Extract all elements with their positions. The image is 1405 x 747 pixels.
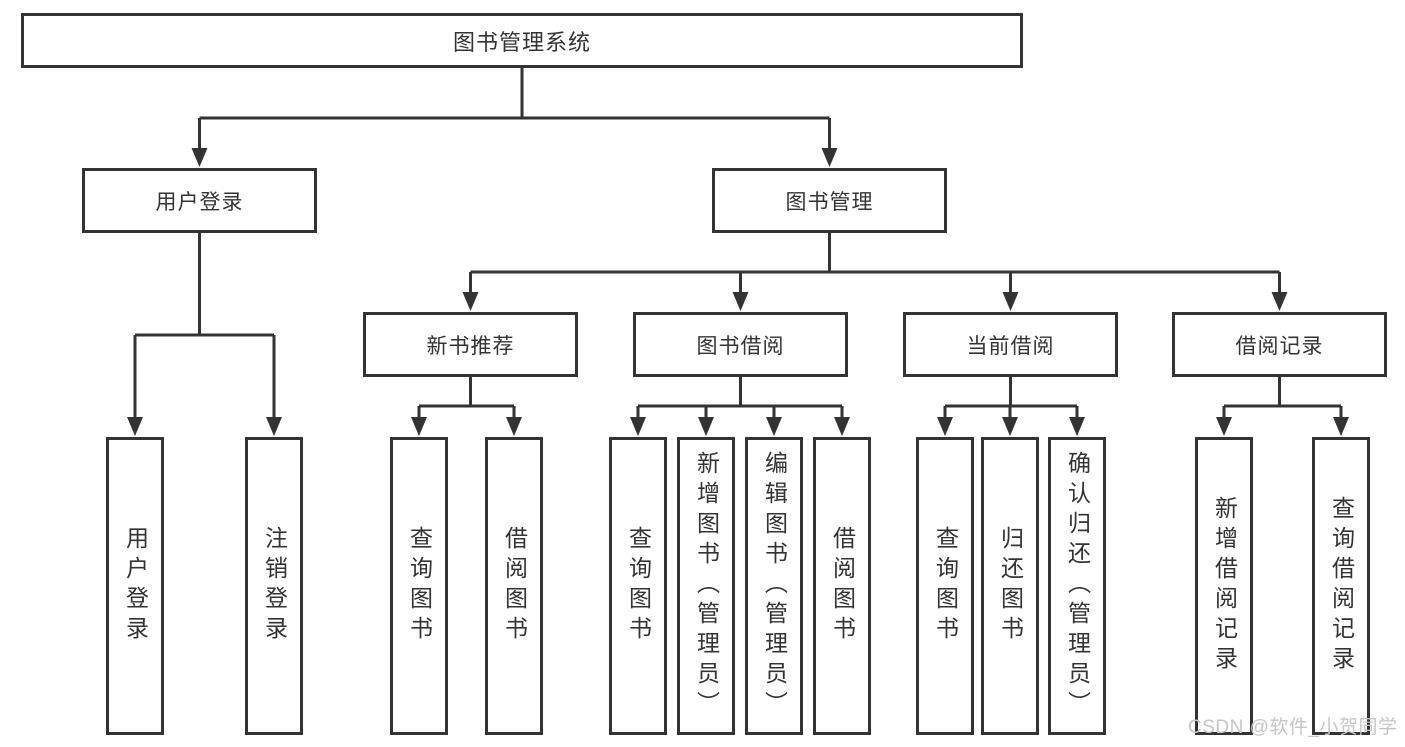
node-label: 图书借阅 bbox=[696, 334, 785, 358]
node-label: 编辑图书（管理员） bbox=[761, 451, 788, 721]
connector-root-to-level2 bbox=[198, 68, 831, 149]
node-current-borrow: 当前借阅 bbox=[903, 312, 1118, 377]
node-label: 确认归还（管理员） bbox=[1064, 451, 1091, 721]
node-new-book-recommend: 新书推荐 bbox=[363, 312, 578, 377]
node-label: 新增图书（管理员） bbox=[693, 451, 720, 721]
arrowhead bbox=[1271, 292, 1288, 311]
leaf-newbooks-query-books: 查询图书 bbox=[390, 437, 448, 735]
connector-bookmgmt-to-level3 bbox=[469, 233, 1281, 293]
arrowhead bbox=[411, 417, 427, 436]
node-label: 借阅图书 bbox=[501, 526, 528, 646]
csdn-watermark: CSDN @软件_小贺同学 bbox=[1188, 717, 1398, 738]
node-library-management-system: 图书管理系统 bbox=[21, 13, 1023, 68]
connector-currentborrow-to-leaves bbox=[943, 377, 1079, 418]
node-label: 图书管理 bbox=[785, 190, 874, 214]
arrowhead bbox=[698, 417, 714, 436]
arrowhead bbox=[1002, 417, 1018, 436]
arrowhead bbox=[266, 417, 282, 436]
leaf-current-return-books: 归还图书 bbox=[981, 437, 1039, 735]
node-label: 新增借阅记录 bbox=[1211, 496, 1238, 676]
leaf-logout-login: 注销登录 bbox=[245, 437, 303, 735]
node-label: 图书管理系统 bbox=[452, 29, 591, 55]
node-label: 借阅图书 bbox=[829, 526, 856, 646]
node-label: 当前借阅 bbox=[966, 334, 1055, 358]
arrowhead bbox=[821, 148, 838, 167]
arrowhead bbox=[127, 417, 143, 436]
leaf-borrow-query-books: 查询图书 bbox=[609, 437, 667, 735]
leaf-records-query-borrow-record: 查询借阅记录 bbox=[1312, 437, 1370, 735]
node-book-borrow: 图书借阅 bbox=[633, 312, 848, 377]
leaf-records-add-borrow-record: 新增借阅记录 bbox=[1195, 437, 1253, 735]
node-label: 借阅记录 bbox=[1235, 334, 1324, 358]
arrowhead bbox=[1002, 292, 1019, 311]
arrowhead bbox=[1216, 417, 1232, 436]
node-label: 查询图书 bbox=[625, 526, 652, 646]
node-label: 用户登录 bbox=[155, 190, 244, 214]
connector-newbooks-to-leaves bbox=[417, 377, 516, 418]
leaf-borrow-borrow-books: 借阅图书 bbox=[813, 437, 871, 735]
arrowhead bbox=[630, 417, 646, 436]
arrowhead bbox=[834, 417, 850, 436]
connector-bookborrow-to-leaves bbox=[636, 377, 844, 418]
node-label: 查询借阅记录 bbox=[1328, 496, 1355, 676]
arrowhead bbox=[191, 148, 208, 167]
leaf-user-login: 用户登录 bbox=[106, 437, 164, 735]
leaf-newbooks-borrow-books: 借阅图书 bbox=[485, 437, 543, 735]
arrowhead bbox=[732, 292, 749, 311]
arrowhead bbox=[506, 417, 522, 436]
leaf-borrow-edit-books-admin: 编辑图书（管理员） bbox=[745, 437, 803, 735]
node-book-management: 图书管理 bbox=[712, 168, 947, 233]
connector-records-to-leaves bbox=[1222, 377, 1343, 418]
node-label: 归还图书 bbox=[997, 526, 1024, 646]
node-label: 查询图书 bbox=[932, 526, 959, 646]
node-borrow-records: 借阅记录 bbox=[1172, 312, 1387, 377]
node-label: 查询图书 bbox=[406, 526, 433, 646]
connector-userlogin-to-leaves bbox=[133, 233, 276, 418]
arrowhead bbox=[1333, 417, 1349, 436]
arrowhead bbox=[1069, 417, 1085, 436]
arrowhead bbox=[462, 292, 479, 311]
leaf-current-confirm-return-admin: 确认归还（管理员） bbox=[1048, 437, 1106, 735]
leaf-borrow-add-books-admin: 新增图书（管理员） bbox=[677, 437, 735, 735]
arrowheads bbox=[127, 148, 1349, 436]
node-user-login: 用户登录 bbox=[82, 168, 317, 233]
node-label: 用户登录 bbox=[122, 526, 149, 646]
node-label: 新书推荐 bbox=[426, 334, 515, 358]
arrowhead bbox=[766, 417, 782, 436]
leaf-current-query-books: 查询图书 bbox=[916, 437, 974, 735]
arrowhead bbox=[937, 417, 953, 436]
node-label: 注销登录 bbox=[261, 526, 288, 646]
